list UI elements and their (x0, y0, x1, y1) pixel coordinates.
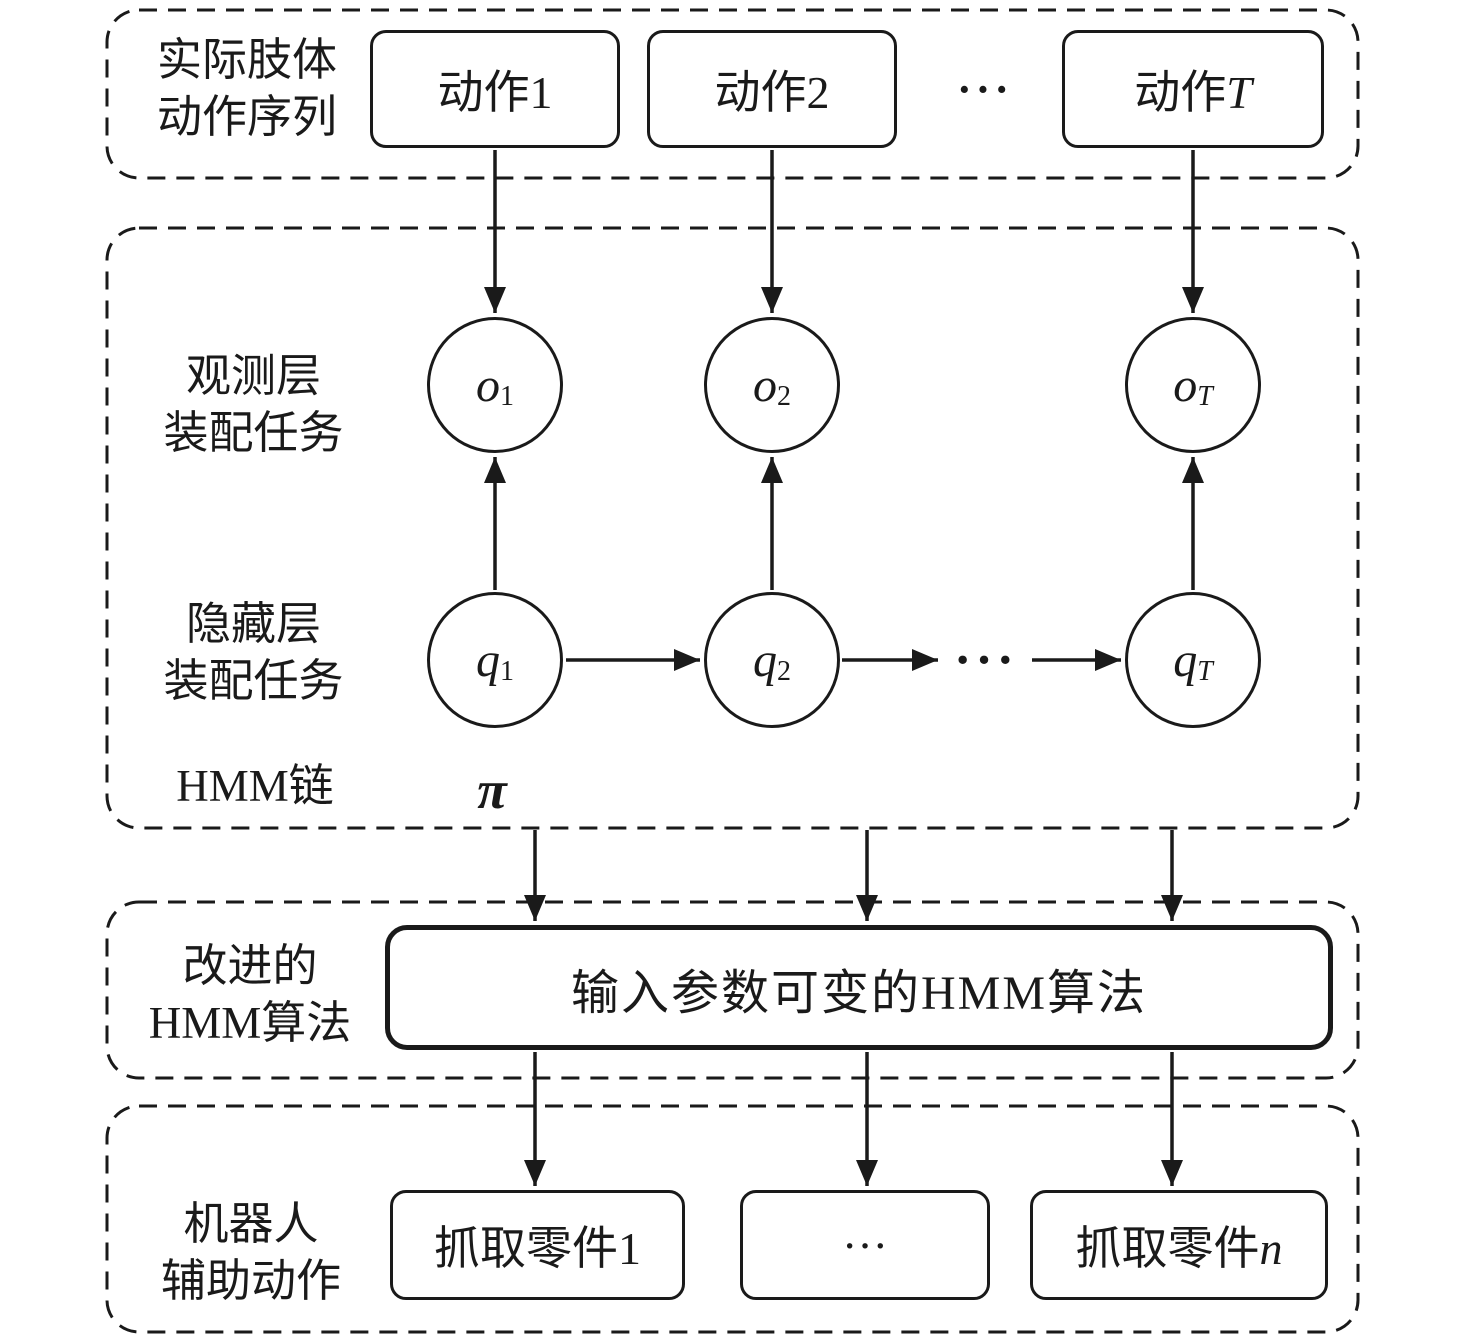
hmm-chain-label: HMM链 (176, 761, 334, 811)
q2-text: q2 (753, 633, 791, 687)
grab-part-n-text: 抓取零件n (1075, 1223, 1283, 1274)
observation-node-o1: o1 (427, 317, 563, 453)
action-1-text: 动作1 (437, 67, 553, 118)
observation-layer-label: 观测层 装配任务 (126, 348, 381, 462)
hidden-layer-label: 隐藏层 装配任务 (126, 596, 381, 710)
algorithm-box-text: 输入参数可变的HMM算法 (570, 966, 1148, 1020)
hidden-layer-label-line2: 装配任务 (163, 656, 344, 706)
hidden-node-q2: q2 (704, 592, 840, 728)
action-1-box: 动作1 (370, 30, 620, 148)
observation-node-o2: o2 (704, 317, 840, 453)
action-T-text: 动作T (1134, 67, 1252, 118)
action-T-box: 动作T (1062, 30, 1324, 148)
initial-probability-symbol: π (477, 760, 507, 820)
hmm-section-outline (105, 226, 1360, 830)
action-2-box: 动作2 (647, 30, 897, 148)
qT-text: qT (1173, 633, 1213, 687)
improved-algorithm-label: 改进的 HMM算法 (120, 938, 380, 1052)
oT-text: oT (1173, 358, 1213, 412)
hidden-node-qT: qT (1125, 592, 1261, 728)
grab-part-n-box: 抓取零件n (1030, 1190, 1328, 1300)
variable-input-hmm-algorithm-box: 输入参数可变的HMM算法 (385, 925, 1333, 1050)
o1-text: o1 (476, 358, 514, 412)
robot-ellipsis-text: ··· (842, 1219, 888, 1271)
q1-text: q1 (476, 633, 514, 687)
improved-algorithm-label-line1: 改进的 (182, 941, 318, 991)
action-2-text: 动作2 (714, 67, 830, 118)
top-ellipsis: ··· (956, 64, 1014, 114)
o2-text: o2 (753, 358, 791, 412)
observation-node-oT: oT (1125, 317, 1261, 453)
grab-part-1-text: 抓取零件1 (434, 1223, 641, 1274)
robot-assist-label-line2: 辅助动作 (160, 1256, 341, 1306)
hidden-node-q1: q1 (427, 592, 563, 728)
grab-part-1-box: 抓取零件1 (390, 1190, 685, 1300)
chain-ellipsis: ··· (953, 631, 1019, 689)
observation-layer-label-line2: 装配任务 (163, 408, 344, 458)
top-section-label-line1: 实际肢体 (156, 35, 337, 85)
robot-assist-label: 机器人 辅助动作 (122, 1196, 380, 1310)
robot-assist-label-line1: 机器人 (183, 1199, 319, 1249)
observation-layer-label-line1: 观测层 (185, 351, 321, 401)
hidden-layer-label-line1: 隐藏层 (185, 599, 321, 649)
top-section-label-line2: 动作序列 (156, 92, 337, 142)
top-section-label: 实际肢体 动作序列 (118, 32, 376, 146)
robot-ellipsis-box: ··· (740, 1190, 990, 1300)
improved-algorithm-label-line2: HMM算法 (148, 998, 352, 1048)
